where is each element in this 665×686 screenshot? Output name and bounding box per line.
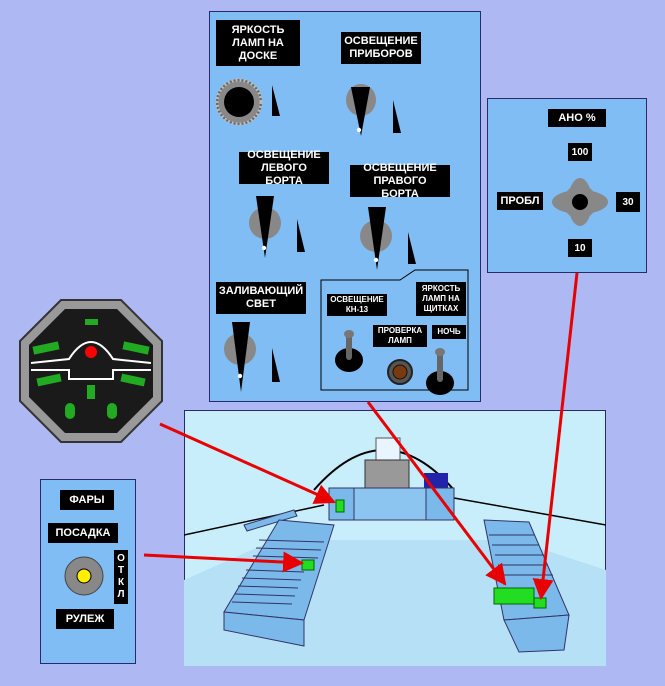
- scale-wedge-icon: [272, 85, 280, 116]
- attitude-indicator: [19, 299, 163, 443]
- ano-test-label: ПРОБЛ: [497, 192, 543, 210]
- sub-panel-outline: [320, 269, 469, 391]
- lighting-panel-graphics: [215, 78, 469, 395]
- cockpit-view: [184, 410, 606, 666]
- flood-light-label: ЗАЛИВАЮЩИЙ СВЕТ: [216, 282, 306, 314]
- scale-wedge-icon: [272, 348, 280, 382]
- instrument-lighting-label: ОСВЕЩЕНИЕ ПРИБОРОВ: [341, 32, 421, 64]
- ano-selector-graphics: [552, 178, 608, 226]
- landing-label: ПОСАДКА: [48, 523, 118, 543]
- lamp-brightness-board-label: ЯРКОСТЬ ЛАМП НА ДОСКЕ: [216, 20, 300, 66]
- left-side-lighting-switch[interactable]: [249, 196, 281, 258]
- scale-wedge-icon: [408, 232, 416, 264]
- headlights-title-label: ФАРЫ: [60, 490, 114, 510]
- ano-selector-knob[interactable]: [552, 178, 608, 226]
- headlights-switch-knob[interactable]: [64, 556, 104, 596]
- scale-wedge-icon: [393, 100, 401, 133]
- instrument-lighting-switch[interactable]: [346, 84, 376, 136]
- scale-wedge-icon: [297, 219, 305, 252]
- taxi-label: РУЛЕЖ: [56, 609, 114, 629]
- shield-lamp-brightness-label: ЯРКОСТЬ ЛАМП НА ЩИТКАХ: [416, 282, 466, 316]
- right-side-lighting-label: ОСВЕЩЕНИЕ ПРАВОГО БОРТА: [350, 162, 450, 200]
- ano-title-label: АНО %: [548, 109, 606, 127]
- kn13-lighting-toggle[interactable]: [335, 330, 363, 372]
- off-label: О Т К Л: [114, 550, 128, 604]
- lamp-brightness-rheostat[interactable]: [215, 78, 263, 126]
- night-toggle[interactable]: [426, 348, 454, 395]
- lamp-test-button[interactable]: [387, 359, 413, 385]
- right-side-lighting-switch[interactable]: [360, 207, 392, 270]
- ano-10-label: 10: [568, 239, 592, 257]
- flood-light-switch[interactable]: [224, 322, 256, 392]
- headlights-panel: ФАРЫ ПОСАДКА О Т К Л РУЛЕЖ: [40, 479, 136, 664]
- lighting-control-panel: ЯРКОСТЬ ЛАМП НА ДОСКЕ ОСВЕЩЕНИЕ ПРИБОРОВ…: [209, 11, 481, 402]
- left-console: [223, 519, 335, 647]
- night-label: НОЧЬ: [432, 325, 466, 339]
- left-side-lighting-label: ОСВЕЩЕНИЕ ЛЕВОГО БОРТА: [239, 149, 329, 187]
- kn13-lighting-label: ОСВЕЩЕНИЕ КН-13: [327, 294, 387, 316]
- ano-30-label: 30: [616, 192, 640, 212]
- ano-panel: АНО % 100 ПРОБЛ 30 10: [487, 98, 647, 273]
- lamp-test-label: ПРОВЕРКА ЛАМП: [373, 325, 427, 347]
- ano-100-label: 100: [568, 143, 592, 161]
- headlights-switch-graphics: [64, 556, 104, 596]
